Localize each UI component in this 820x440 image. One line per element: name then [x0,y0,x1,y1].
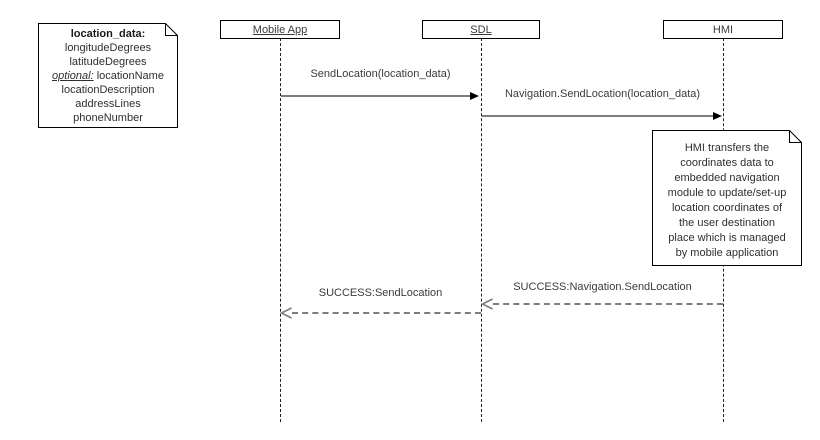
hmi-note-line: coordinates data to [680,157,774,169]
open-arrowhead-icon [280,307,292,319]
hmi-note: HMI transfers the coordinates data to em… [652,130,802,266]
hmi-note-line: module to update/set-up [667,187,787,199]
hmi-note-line: HMI transfers the [684,142,770,154]
location-data-field: locationDescription [61,84,155,96]
actor-mobile-app: Mobile App [220,20,340,39]
lifeline-mobile-app [280,38,281,422]
location-data-title: location_data: [70,28,146,40]
arrowhead-icon [713,112,722,120]
arrowhead-icon [470,92,479,100]
location-data-field: optional: locationName [52,70,164,82]
location-data-field: longitudeDegrees [64,42,152,54]
message-success-sendlocation-line [292,312,481,314]
note-fold-icon [38,23,178,128]
location-data-note: location_data: longitudeDegrees latitude… [38,23,178,128]
message-success-sendlocation-label: SUCCESS:SendLocation [318,287,443,299]
actor-hmi: HMI [663,20,783,39]
note-fold-icon [652,130,802,266]
hmi-note-line: location coordinates of [671,202,783,214]
actor-mobile-app-label: Mobile App [252,23,308,36]
actor-sdl: SDL [422,20,540,39]
hmi-note-line: by mobile application [675,247,779,259]
message-success-navigation-sendlocation-label: SUCCESS:Navigation.SendLocation [513,281,692,293]
message-success-navigation-sendlocation-line [493,303,723,305]
open-arrowhead-icon [481,298,493,310]
hmi-note-body: HMI transfers the coordinates data to em… [652,130,802,261]
message-sendlocation-line [281,95,470,97]
message-sendlocation-label: SendLocation(location_data) [310,68,451,80]
lifeline-sdl [481,38,482,422]
location-data-field: latitudeDegrees [69,56,147,68]
location-data-field: addressLines [75,98,141,110]
hmi-note-line: the user destination [678,217,775,229]
message-navigation-sendlocation-label: Navigation.SendLocation(location_data) [504,88,701,100]
actor-sdl-label: SDL [470,23,492,36]
message-navigation-sendlocation-line [482,115,713,117]
actor-hmi-label: HMI [712,23,734,36]
location-data-field: phoneNumber [73,112,143,124]
location-data-note-body: location_data: longitudeDegrees latitude… [38,23,178,125]
hmi-note-line: embedded navigation [674,172,780,184]
hmi-note-line: place which is managed [668,232,786,244]
